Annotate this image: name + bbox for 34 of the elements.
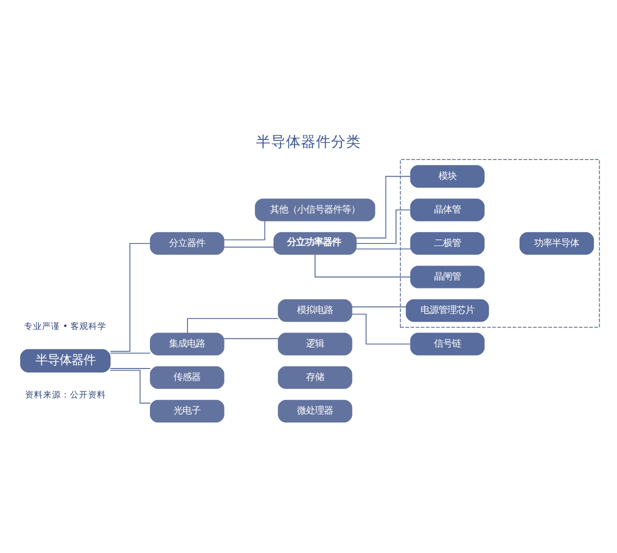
connector — [351, 306, 407, 307]
node-box: 半导体器件 — [20, 348, 111, 372]
connector — [356, 248, 411, 249]
node-box: 分立器件 — [150, 232, 224, 254]
connector — [187, 318, 279, 334]
node-box: 其他（小信号器件等） — [254, 198, 376, 221]
connector — [314, 253, 411, 277]
node-box: 晶体管 — [410, 198, 485, 221]
node-box: 传感器 — [150, 366, 224, 388]
node-box: 逻辑 — [278, 332, 352, 355]
label: 专业严谨 • 客观科学 — [24, 321, 107, 332]
node-box: 存储 — [278, 366, 352, 388]
node-box: 信号链 — [410, 332, 485, 355]
connector — [224, 338, 279, 339]
connector — [356, 175, 411, 238]
connector — [110, 352, 151, 354]
node-box: 模块 — [410, 164, 485, 188]
node-box: 模拟电路 — [278, 298, 352, 322]
node-box: 功率半导体 — [520, 232, 594, 254]
node-box: 二极管 — [410, 232, 485, 254]
connector — [351, 313, 412, 344]
connector — [224, 220, 266, 240]
node-box: 电源管理芯片 — [406, 298, 489, 322]
node-box: 光电子 — [150, 399, 224, 422]
node-box: 微处理器 — [278, 399, 352, 422]
diagram-title: 半导体器件分类 — [256, 133, 361, 150]
label: 资料来源：公开资料 — [24, 390, 106, 400]
cluster — [400, 158, 600, 328]
node-box: 晶闸管 — [410, 265, 485, 288]
connector — [224, 246, 274, 248]
node-box: 分立功率器件 — [274, 232, 357, 254]
node-box: 集成电路 — [150, 332, 224, 355]
connector — [110, 242, 151, 352]
connector — [356, 208, 411, 244]
